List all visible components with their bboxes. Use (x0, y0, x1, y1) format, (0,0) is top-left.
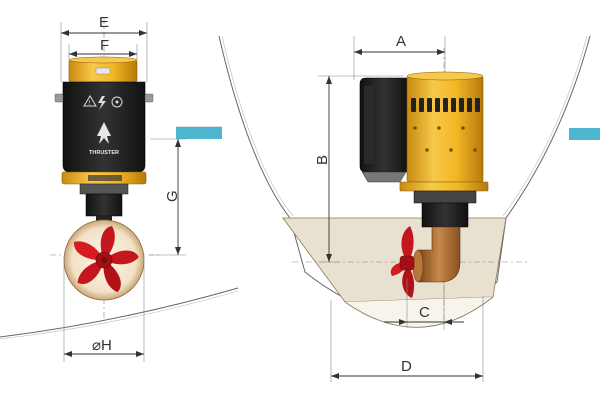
side-motor-bolts (413, 126, 477, 152)
propeller-blade (100, 226, 115, 260)
warning-exclamation: ! (88, 100, 90, 107)
dim-e-arrow-left (61, 30, 69, 36)
dim-b-arrow-top (326, 76, 332, 84)
hull-curve-left-inner (0, 290, 239, 340)
propeller-hub-nut (101, 257, 107, 263)
front-handle-left (54, 93, 64, 103)
warning-triangle-icon (83, 95, 97, 107)
front-view: ! THRUSTER E (0, 14, 239, 362)
dim-c-arrow-left (399, 319, 407, 325)
power-circle-dot (115, 100, 119, 104)
dim-label-b: B (314, 155, 331, 165)
front-motor-top (68, 56, 138, 64)
dim-f-arrow-right (129, 51, 137, 57)
dim-g-arrow-bottom (175, 247, 181, 255)
dim-label-c: C (419, 304, 430, 321)
dim-label-f: F (100, 37, 109, 54)
thruster-brand-text: THRUSTER (89, 150, 119, 156)
dim-a-arrow-right (437, 49, 445, 55)
side-view: A B C D (218, 33, 600, 382)
dim-label-a: A (396, 33, 406, 50)
side-motor-top (406, 71, 484, 81)
side-motor-flange (399, 181, 489, 192)
dim-label-h: ⌀H (92, 337, 112, 354)
dim-a-arrow-left (354, 49, 362, 55)
side-propeller-blade-top (401, 226, 414, 262)
side-propeller (390, 226, 415, 298)
front-propeller (74, 226, 139, 293)
dim-b-arrow-bottom (326, 254, 332, 262)
propeller-blade (74, 241, 104, 261)
side-motor-body (406, 75, 484, 183)
dim-e-arrow-right (139, 30, 147, 36)
dim-label-d: D (401, 358, 412, 375)
dim-d-arrow-left (331, 373, 339, 379)
dim-h-arrow-right (136, 351, 144, 357)
front-handle-right (144, 93, 154, 103)
side-gear-leg (421, 202, 469, 228)
thruster-logo-icon (97, 122, 111, 144)
side-control-box-face (364, 86, 374, 164)
hull-outline-inner (221, 35, 294, 217)
side-gear-mount (413, 190, 477, 204)
power-circle-icon (111, 96, 123, 108)
front-base-label (88, 175, 122, 181)
hull-curve-left (0, 287, 239, 338)
tunnel-cross-section (282, 217, 507, 303)
waterline-right (569, 128, 600, 140)
hull-bottom-curve (344, 296, 494, 328)
front-flange (79, 183, 129, 195)
propeller-blade (104, 250, 139, 265)
dim-label-e: E (99, 14, 109, 31)
dim-label-g: G (164, 190, 181, 202)
side-propeller-hub (399, 255, 415, 271)
side-propeller-blade-bottom (402, 266, 415, 298)
dim-g-arrow-top (175, 139, 181, 147)
side-mount-bracket (361, 171, 407, 183)
dim-c-arrow-right (444, 319, 452, 325)
propeller-blade (77, 260, 104, 284)
dim-f-arrow-left (69, 51, 77, 57)
propeller-blade (103, 260, 121, 293)
dim-h-arrow-left (64, 351, 72, 357)
dim-d-arrow-right (475, 373, 483, 379)
side-elbow-cap (412, 249, 424, 283)
hull-outline-inner-right (502, 35, 588, 217)
waterline-left (176, 127, 222, 139)
side-motor-vents (411, 98, 480, 112)
front-cap-badge (95, 67, 111, 75)
front-gear-leg (85, 193, 123, 217)
lightning-icon (98, 96, 106, 110)
